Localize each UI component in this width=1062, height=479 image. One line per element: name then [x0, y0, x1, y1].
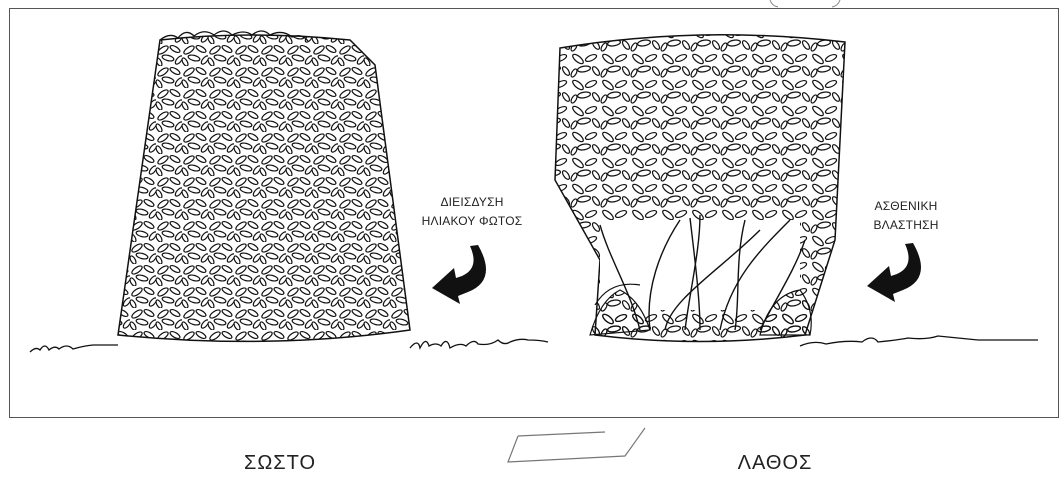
- correct-caption: ΣΩΣΤΟ: [220, 452, 340, 475]
- weak-growth-note: ΑΣΘΕΝΙΚΗ ΒΛΑΣΤΗΣΗ: [846, 197, 966, 235]
- curved-arrow-icon: [867, 243, 921, 302]
- correct-hedge: [118, 31, 410, 341]
- curved-arrow-icon: [432, 245, 486, 304]
- weak-growth-line2: ΒΛΑΣΤΗΣΗ: [846, 216, 966, 235]
- light-penetration-note: ΔΙΕΙΣΔΥΣΗ ΗΛΙΑΚΟΥ ΦΩΤΟΣ: [392, 193, 552, 231]
- wrong-caption: ΛΑΘΟΣ: [715, 452, 835, 475]
- weak-growth-line1: ΑΣΘΕΝΙΚΗ: [846, 197, 966, 216]
- top-corner-fragment: [770, 0, 840, 7]
- light-penetration-line1: ΔΙΕΙΣΔΥΣΗ: [392, 193, 552, 212]
- wrong-hedge: [555, 35, 845, 342]
- page-fold-decoration: [508, 428, 645, 462]
- light-penetration-line2: ΗΛΙΑΚΟΥ ΦΩΤΟΣ: [392, 212, 552, 231]
